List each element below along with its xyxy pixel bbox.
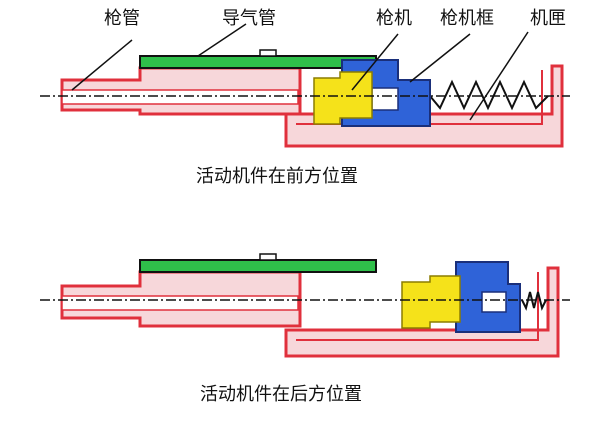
caption-forward-position: 活动机件在前方位置 — [196, 166, 358, 187]
gas-tube-rear — [139, 259, 377, 273]
label-barrel: 枪管 — [104, 8, 140, 29]
rear-position-diagram — [40, 253, 570, 358]
bolt-forward — [313, 71, 373, 125]
leader-receiver — [469, 31, 529, 121]
label-receiver: 机匣 — [530, 8, 566, 29]
leader-bolt — [351, 33, 399, 91]
label-gas-tube: 导气管 — [222, 8, 276, 29]
bolt-rear — [401, 275, 461, 329]
forward-position-diagram — [40, 23, 570, 148]
leader-bolt-carrier — [409, 33, 471, 83]
caption-rear-position: 活动机件在后方位置 — [200, 384, 362, 405]
leader-gas-tube — [197, 23, 247, 57]
gas-tube-forward — [139, 55, 377, 69]
leader-barrel — [71, 39, 133, 91]
label-bolt-carrier: 枪机框 — [440, 8, 494, 29]
recoil-spring-forward — [429, 79, 549, 111]
recoil-spring-rear — [521, 291, 547, 311]
receiver-shell-rear — [284, 266, 560, 358]
label-bolt: 枪机 — [376, 8, 412, 29]
